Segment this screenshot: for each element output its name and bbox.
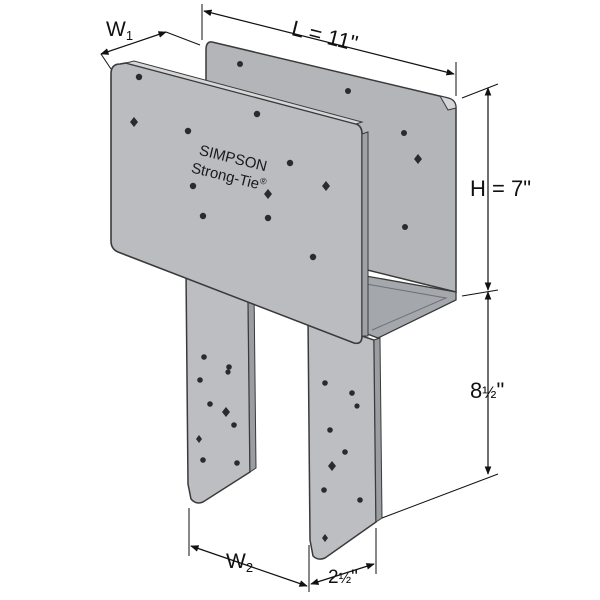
label-strap-length: 8½" [470, 378, 504, 403]
strap-right-holes [321, 380, 363, 542]
strap-left-holes [196, 354, 240, 466]
label-length: L = 11" [289, 15, 360, 56]
strap-left [185, 270, 251, 504]
seat-inner-edge [365, 283, 448, 331]
label-height: H = 7" [470, 176, 531, 201]
dim-strap-length: 8½" [381, 291, 504, 519]
dim-height: H = 7" [461, 83, 531, 297]
front-plate-holes [130, 73, 330, 261]
label-w2: W2 [226, 550, 253, 575]
dim-strap-width: 2½" [310, 528, 377, 588]
back-plate-top-edge [438, 95, 457, 111]
front-plate-top-edge [125, 60, 364, 125]
label-strap-width: 2½" [328, 567, 358, 588]
dim-w1: W1 [100, 18, 201, 70]
label-w1: W1 [106, 18, 133, 43]
strap-right-edge [373, 337, 383, 523]
front-side-plate [110, 62, 363, 345]
strap-right [307, 316, 377, 560]
strap-left-edge [247, 287, 257, 473]
front-plate-right-edge [361, 131, 369, 337]
dim-w2: W2 [188, 508, 310, 592]
